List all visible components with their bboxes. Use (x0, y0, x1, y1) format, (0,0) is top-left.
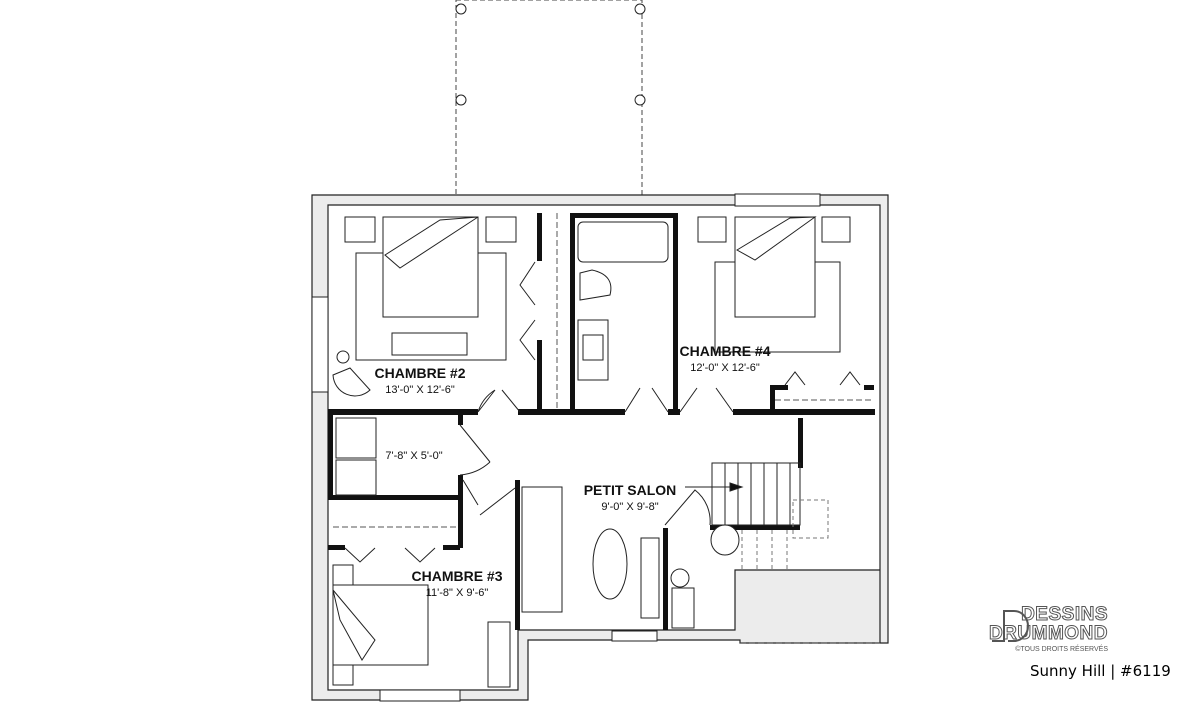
dresser (487, 621, 511, 688)
sofa (521, 486, 563, 613)
interior-walls (328, 213, 875, 630)
porch-posts (455, 3, 646, 106)
logo-d-mark-icon (992, 610, 1029, 642)
room-name-chambre-2: CHAMBRE #2 (374, 365, 465, 381)
room-size-chambre-3: 11'-8" X 9'-6" (426, 587, 489, 599)
logo-line-2: DRUMMOND (988, 623, 1108, 644)
plan-caption: Sunny Hill | #6119 (1030, 662, 1171, 680)
copyright-text: ©TOUS DROITS RÉSERVÉS (1015, 646, 1108, 653)
tv-console (640, 537, 660, 619)
logo-line-1: DESSINS (1021, 604, 1108, 625)
room-size-chambre-4: 12'-0" X 12'-6" (690, 362, 760, 374)
stairs (685, 462, 829, 570)
windows (311, 193, 821, 702)
room-size-petit-salon: 9'-0" X 9'-8" (601, 501, 658, 513)
room-name-chambre-4: CHAMBRE #4 (679, 343, 770, 359)
room-name-petit-salon: PETIT SALON (584, 482, 677, 498)
room-size-chambre-2: 13'-0" X 12'-6" (385, 384, 455, 396)
bathtub (577, 221, 669, 263)
room-name-chambre-3: CHAMBRE #3 (411, 568, 502, 584)
furniture (332, 216, 851, 688)
company-logo: DESSINS DRUMMOND ©TOUS DROITS RÉSERVÉS (988, 603, 1170, 673)
porch-outline (455, 0, 643, 196)
washer (335, 417, 377, 459)
coffee-table (592, 528, 628, 600)
toilet (579, 269, 612, 301)
room-size-laundry: 7'-8" X 5'-0" (385, 450, 442, 462)
dryer (335, 459, 377, 496)
doors (344, 261, 861, 563)
